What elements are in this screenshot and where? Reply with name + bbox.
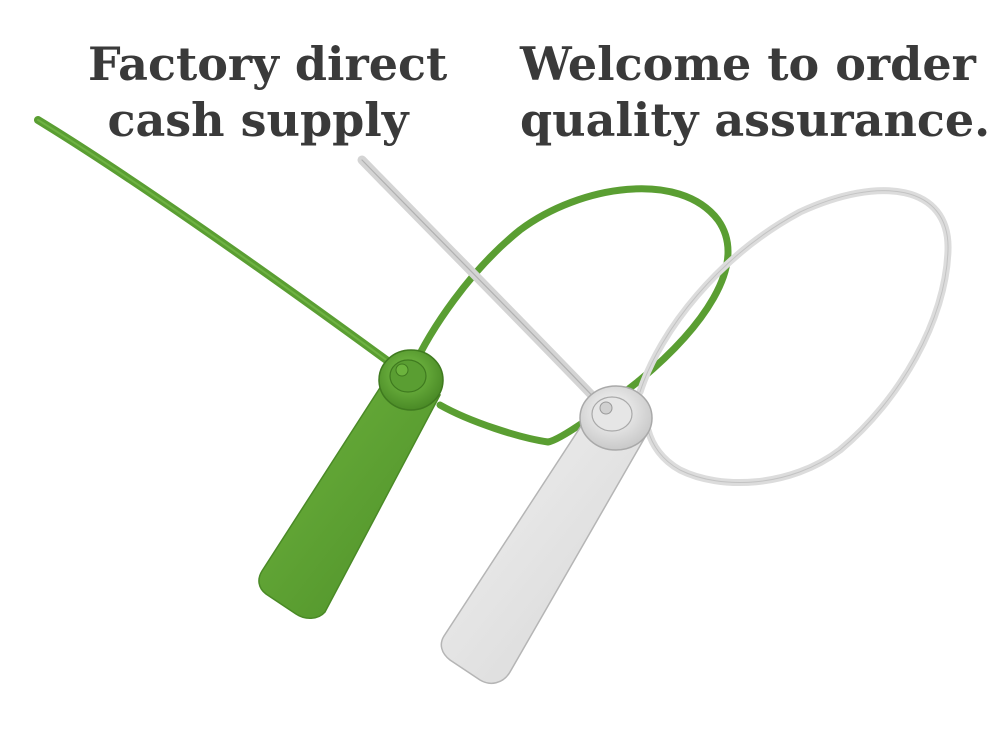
headline-left-line1: Factory direct <box>88 37 448 91</box>
headline-right-line1: Welcome to order <box>520 37 976 91</box>
headline-factory-direct: Factory direct cash supply <box>88 36 448 148</box>
headline-right-line2: quality assurance. <box>520 93 991 147</box>
green-plastic-seal-tag-icon <box>34 116 732 619</box>
headline-welcome: Welcome to order quality assurance. <box>520 36 991 148</box>
white-plastic-seal-tag-icon <box>357 155 952 685</box>
headline-left-line2: cash supply <box>107 93 409 147</box>
